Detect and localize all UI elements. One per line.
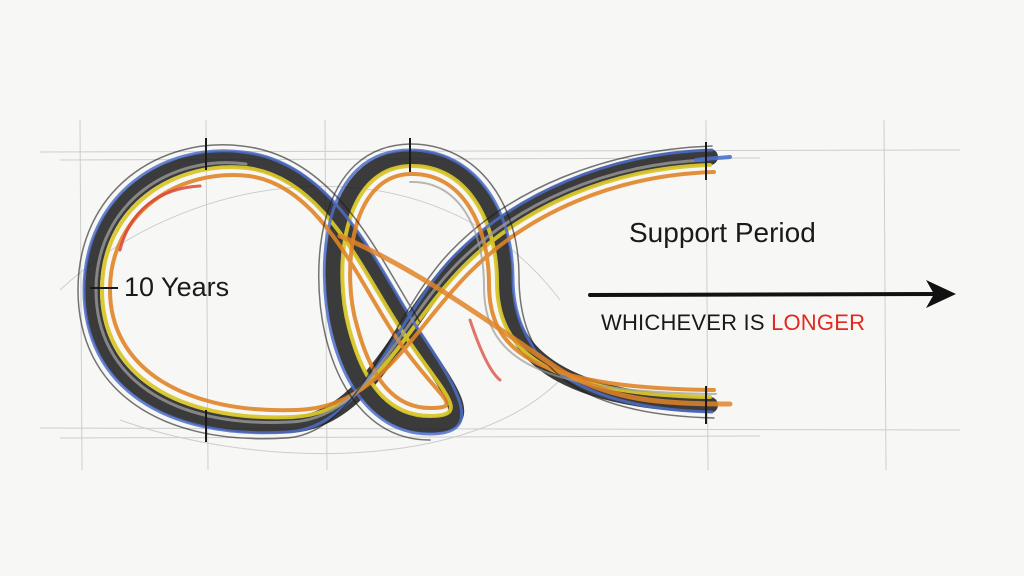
- whichever-prefix: WHICHEVER IS: [601, 310, 772, 335]
- right-arrow-icon: [588, 280, 956, 308]
- whichever-label: WHICHEVER IS LONGER: [601, 310, 865, 336]
- infinity-loop: [77, 143, 733, 441]
- longer-emphasis: LONGER: [771, 310, 866, 335]
- sketch-ticks: [90, 138, 707, 442]
- support-period-label: Support Period: [629, 217, 816, 248]
- duration-label: 10 Years: [124, 272, 230, 302]
